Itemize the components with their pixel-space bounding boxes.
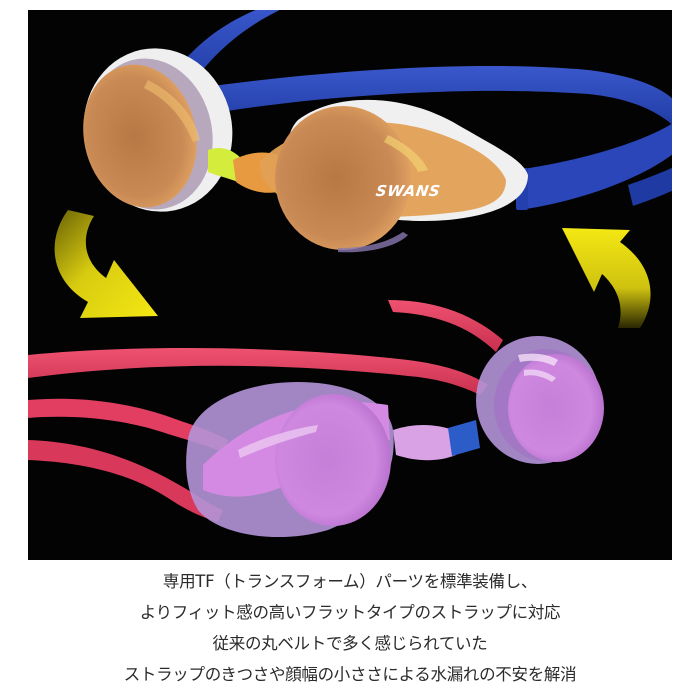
- caption-line-1: 専用TF（トランスフォーム）パーツを標準装備し、: [162, 572, 538, 591]
- bottom-strap-back: [388, 300, 503, 352]
- top-nose-bridge: [208, 148, 243, 182]
- swans-brand-logo: SWANS: [374, 182, 442, 200]
- caption-line-2: よりフィット感の高いフラットタイプのストラップに対応: [139, 603, 561, 622]
- product-image-panel: SWANS: [28, 10, 672, 560]
- product-description: 専用TF（トランスフォーム）パーツを標準装備し、 よりフィット感の高いフラットタ…: [0, 566, 700, 690]
- caption-line-3: 従来の丸ベルトで多く感じられていた: [212, 634, 488, 653]
- top-goggles: [83, 10, 672, 253]
- bottom-strap-left-upper: [28, 398, 228, 452]
- top-strap-right: [516, 123, 672, 210]
- up-left-arrow-icon: [562, 228, 651, 328]
- bottom-strap-main: [28, 348, 488, 395]
- bottom-goggles: [28, 300, 604, 538]
- goggles-illustration: [28, 10, 672, 538]
- bottom-nose-bridge: [448, 420, 480, 456]
- bottom-right-lens: [508, 354, 604, 462]
- down-right-arrow-icon: [54, 210, 158, 318]
- bottom-strap-left-lower: [28, 440, 223, 522]
- top-strap-main: [198, 66, 672, 125]
- caption-line-4: ストラップのきつさや顔幅の小ささによる水漏れの不安を解消: [123, 665, 577, 684]
- bottom-left-lens: [275, 394, 391, 526]
- top-right-lens: [275, 106, 411, 250]
